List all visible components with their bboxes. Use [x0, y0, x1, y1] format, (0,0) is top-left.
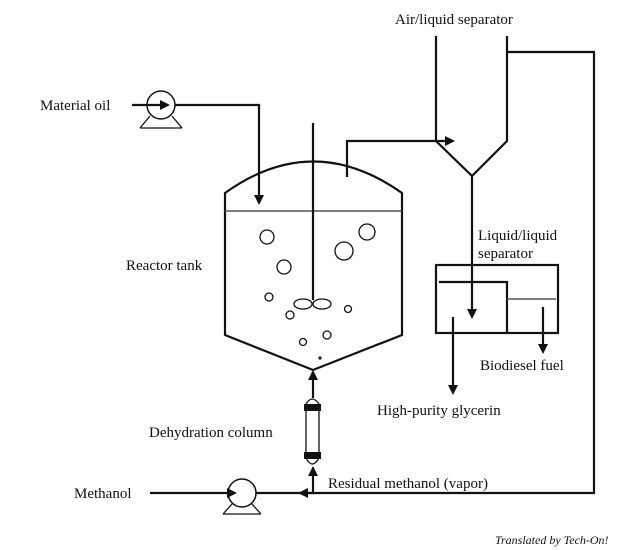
- methanol-label: Methanol: [74, 486, 132, 502]
- biodiesel-fuel-label: Biodiesel fuel: [480, 358, 564, 374]
- material-oil-label: Material oil: [40, 98, 110, 114]
- reactor-tank-label: Reactor tank: [126, 258, 203, 274]
- impeller-blade: [293, 298, 313, 310]
- impeller-blade: [312, 298, 332, 310]
- methanol-recycle-line: [298, 50, 596, 498]
- credit-text: Translated by Tech-On!: [495, 533, 609, 547]
- bubbles: [259, 223, 376, 360]
- air-liquid-separator-label: Air/liquid separator: [395, 12, 513, 28]
- material-oil-feed-line: [175, 103, 264, 205]
- air-liquid-separator: [434, 36, 509, 178]
- liquid-liquid-separator-label-line1: Liquid/liquid: [478, 228, 558, 244]
- reactor-tank: [223, 123, 404, 372]
- material-oil-pump: [139, 90, 183, 129]
- dehydration-column: [304, 398, 321, 465]
- liquid-liquid-separator: [434, 263, 560, 335]
- vapor-outlet-line: [345, 136, 455, 177]
- methanol-pump: [222, 478, 262, 515]
- high-purity-glycerin-label: High-purity glycerin: [377, 403, 501, 419]
- dehydration-column-label: Dehydration column: [149, 425, 273, 441]
- residual-methanol-label: Residual methanol (vapor): [328, 476, 488, 492]
- liquid-liquid-separator-label-line2: separator: [478, 246, 533, 262]
